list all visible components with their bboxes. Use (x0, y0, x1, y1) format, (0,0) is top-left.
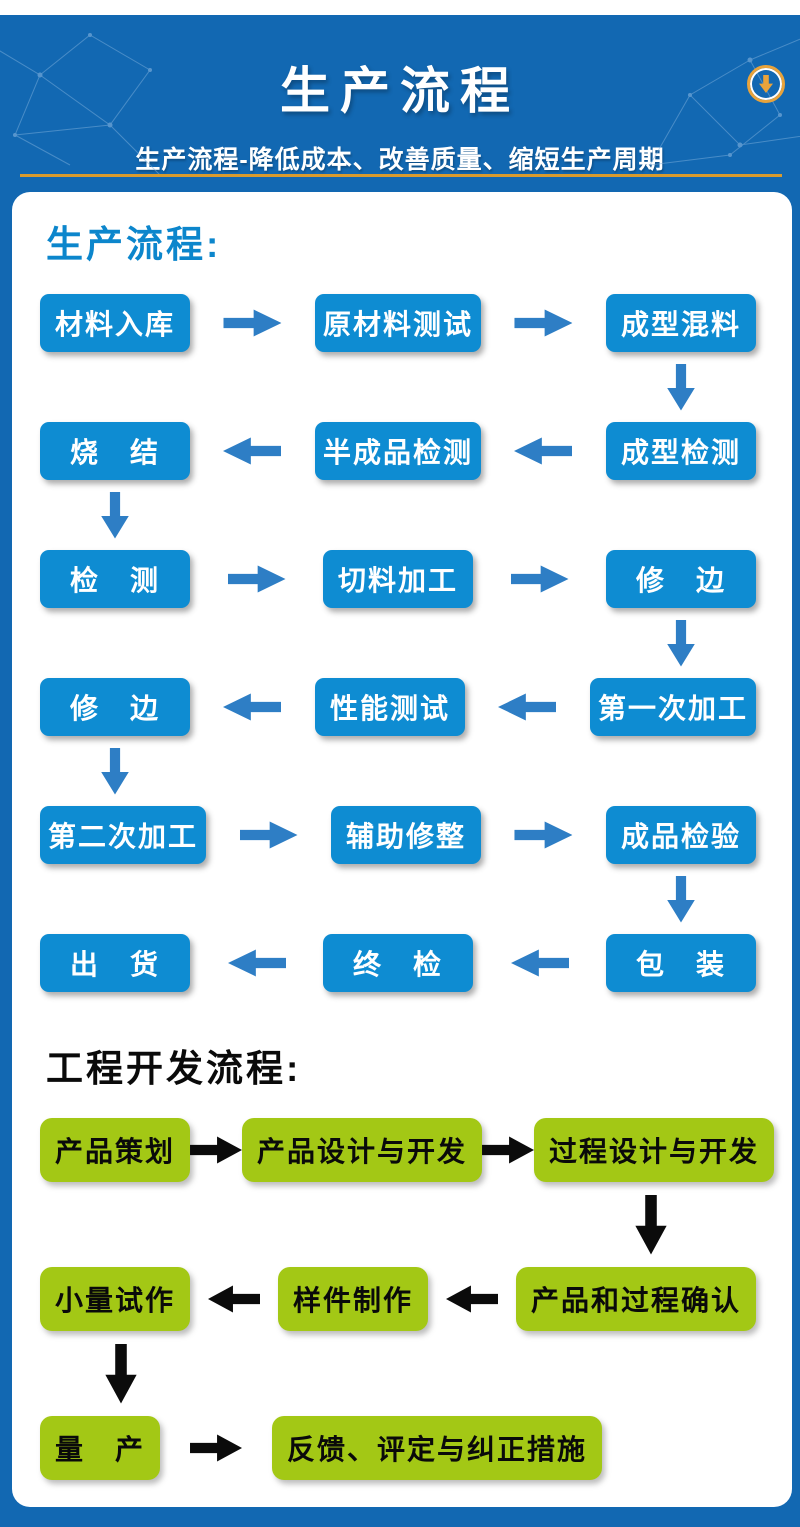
flow-step-box: 出 货 (40, 934, 190, 992)
flow-arrow-right-icon (190, 1136, 243, 1164)
flow-arrow-left-icon (228, 947, 286, 979)
flow-step-box: 终 检 (323, 934, 473, 992)
production-flow-heading: 生产流程: (46, 224, 222, 265)
flow-step-box: 包 装 (606, 934, 756, 992)
flow-row: 第二次加工 辅助修整 成品检验 (40, 806, 756, 864)
flow-step-box: 成型检测 (605, 422, 756, 480)
flow-arrow-right-icon (514, 309, 573, 337)
engineering-flowchart: 产品策划产品设计与开发过程设计与开发小量试作样件制作产品和过程确认量 产反馈、评… (40, 1118, 775, 1480)
flow-arrow-right-icon (227, 565, 286, 593)
flow-row: 修 边 性能测试 第一次加工 (40, 678, 756, 736)
flow-arrow-left-icon (514, 435, 572, 467)
flow-connector-row (40, 608, 756, 678)
flow-connector-row (40, 736, 756, 806)
flow-step-box: 烧 结 (40, 422, 190, 480)
flow-step-box: 材料入库 (40, 294, 190, 352)
flow-step-box: 量 产 (40, 1416, 161, 1480)
flow-step-box: 产品设计与开发 (242, 1118, 483, 1182)
top-white-strip (0, 0, 800, 15)
flow-row: 烧 结 半成品检测 成型检测 (40, 422, 756, 480)
flow-step-box: 原材料测试 (314, 294, 481, 352)
flow-arrow-right-icon (239, 821, 298, 849)
flow-arrow-left-icon (223, 435, 281, 467)
flow-row: 小量试作 样件制作 产品和过程确认 (40, 1267, 756, 1331)
flow-step-box: 辅助修整 (330, 806, 481, 864)
circle-down-arrow-icon[interactable] (747, 65, 785, 103)
page-title: 生产流程 (280, 63, 520, 119)
flow-row: 产品策划产品设计与开发过程设计与开发 (40, 1118, 775, 1182)
flow-arrow-right-icon (510, 565, 569, 593)
content-panel: 生产流程: 材料入库原材料测试成型混料烧 结半成品检测成型检测检 测切料加工修 … (12, 192, 792, 1507)
flow-arrow-left-icon (208, 1283, 260, 1315)
flow-arrow-down-icon (101, 491, 129, 539)
flow-arrow-right-icon (190, 1434, 243, 1462)
flow-arrow-left-icon (223, 691, 281, 723)
flow-arrow-down-icon (667, 875, 695, 923)
footer-bar (0, 1507, 800, 1527)
flow-step-box: 第一次加工 (589, 678, 756, 736)
flow-step-box: 成品检验 (605, 806, 756, 864)
flow-step-box: 小量试作 (40, 1267, 191, 1331)
page-header: 生产流程 生产流程-降低成本、改善质量、缩短生产周期 (0, 15, 800, 192)
down-arrow-glyph (759, 75, 773, 93)
flow-step-box: 反馈、评定与纠正措施 (272, 1416, 603, 1480)
flow-arrow-down-icon (105, 1343, 137, 1404)
engineering-flow-heading: 工程开发流程: (46, 1048, 302, 1089)
flow-arrow-right-icon (482, 1136, 535, 1164)
flow-step-box: 产品和过程确认 (515, 1267, 756, 1331)
flow-connector-row (40, 352, 756, 422)
flow-step-box: 修 边 (606, 550, 756, 608)
flow-connector-row (40, 1331, 756, 1416)
flow-row: 出 货终 检包 装 (40, 934, 756, 992)
flow-step-box: 产品策划 (40, 1118, 191, 1182)
flow-row: 材料入库 原材料测试 成型混料 (40, 294, 756, 352)
flow-row: 检 测 切料加工 修 边 (40, 550, 756, 608)
production-flowchart: 材料入库原材料测试成型混料烧 结半成品检测成型检测检 测切料加工修 边修 边性能… (40, 294, 756, 992)
flow-arrow-down-icon (667, 363, 695, 411)
flow-arrow-down-icon (101, 747, 129, 795)
flow-arrow-left-icon (446, 1283, 498, 1315)
flow-connector-row (40, 480, 756, 550)
flow-arrow-down-icon (635, 1194, 667, 1255)
flow-step-box: 样件制作 (277, 1267, 428, 1331)
flow-step-box: 过程设计与开发 (534, 1118, 775, 1182)
flow-arrow-left-icon (498, 691, 556, 723)
flow-step-box: 修 边 (40, 678, 190, 736)
flow-step-box: 切料加工 (323, 550, 473, 608)
flow-step-box: 成型混料 (605, 294, 756, 352)
flow-step-box: 检 测 (40, 550, 190, 608)
page-subtitle: 生产流程-降低成本、改善质量、缩短生产周期 (135, 146, 665, 174)
gold-divider (20, 174, 782, 177)
flow-arrow-right-icon (514, 821, 573, 849)
flow-arrow-left-icon (511, 947, 569, 979)
flow-step-box: 性能测试 (314, 678, 465, 736)
flow-arrow-right-icon (223, 309, 282, 337)
flow-connector-row (40, 1182, 756, 1267)
flow-step-box: 半成品检测 (314, 422, 481, 480)
flow-row: 量 产 反馈、评定与纠正措施 (40, 1416, 756, 1480)
flow-step-box: 第二次加工 (40, 806, 207, 864)
flow-arrow-down-icon (667, 619, 695, 667)
flow-connector-row (40, 864, 756, 934)
